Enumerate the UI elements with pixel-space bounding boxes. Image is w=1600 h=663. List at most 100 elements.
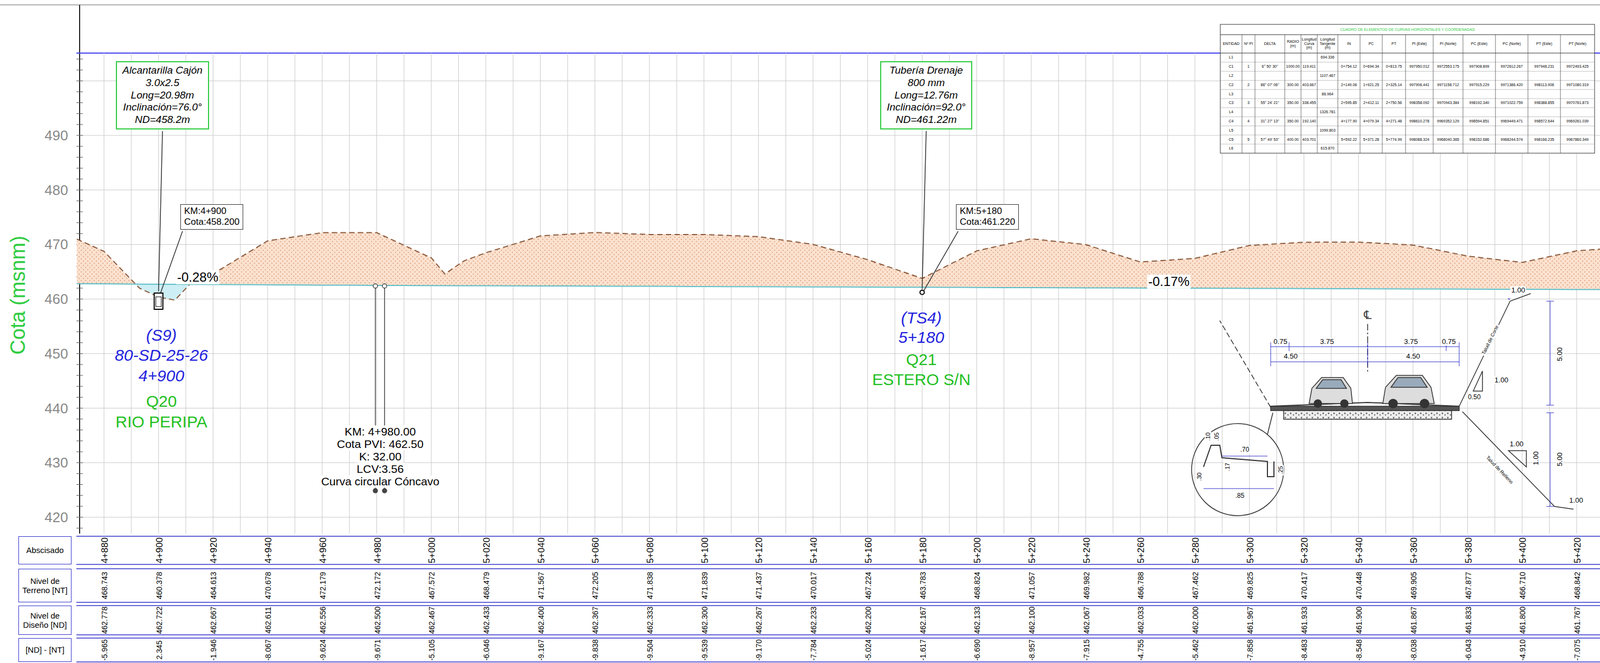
label-text: Q20 [146,392,178,411]
table-cell: 0+813.75 [1386,64,1402,69]
line-stroke [76,135,83,136]
table-cell: 998594.851 [1469,119,1490,124]
table-header: PI (Este) [1406,41,1433,47]
design-value: 462.333 [646,606,655,635]
line-stroke [1220,116,1595,117]
cut-fill [76,232,1600,534]
line-stroke [76,353,83,354]
line-stroke [76,69,83,71]
axis-value: 470 [44,236,68,253]
line-stroke [1405,34,1407,154]
label-text: K: 32.00 [358,450,403,463]
label-text: Cota PVI: 462.50 [335,437,425,451]
table-cell: 615.870 [1320,146,1335,152]
terrain-value: 468.824 [973,571,982,600]
node-text: ND=461.22m [886,113,966,127]
table-cell: 5+592.22 [1341,137,1357,142]
line-stroke [76,189,83,191]
terrain-value: 472.172 [373,571,382,600]
table-cell: 9970761.873 [1566,101,1589,106]
design-value: 462.611 [264,606,273,634]
table-header: IN [1338,41,1360,47]
design-value: 462.722 [155,606,164,635]
label-text: KM: 4+980.00 [343,425,417,438]
section-dimension: 5.00 [1556,346,1564,362]
table-cell: L6 [1228,146,1234,152]
section-dimension: 0.75 [1440,337,1457,346]
grade-label: -0.17% [1147,274,1191,289]
line-stroke [758,53,759,534]
line-stroke [1382,34,1383,154]
section-dimension: ℄ [1362,308,1373,322]
section-dimension: 4.50 [1405,352,1421,361]
line-stroke [1220,34,1595,36]
section-dimension: .05 [1213,431,1220,442]
station-value: 5+080 [645,537,656,564]
table-cell: 57° 49' 53" [1260,137,1280,142]
line-stroke [76,440,83,441]
design-value: 462.200 [864,606,873,635]
table-header: PC (Este) [1463,41,1495,47]
difference-value: -5.965 [100,639,109,661]
line-stroke [239,53,241,534]
station-value: 5+420 [1572,537,1584,564]
terrain-value: 469.982 [1082,571,1091,600]
station-value: 4+940 [263,537,275,564]
label-text: (S9) [146,326,178,344]
table-cell: 9969449.471 [1500,119,1524,124]
terrain-value: 472.179 [319,571,328,600]
table-cell: 350.00 [1286,119,1299,124]
line-stroke [76,528,83,529]
station-value: 4+880 [100,537,111,564]
terrain-value: 468.743 [100,571,109,600]
table-cell: 997915.229 [1469,82,1490,88]
terrain-value: 466.710 [1518,571,1527,600]
difference-value: -9.624 [319,639,328,661]
section-dimension: 0.50 [1466,393,1482,401]
g-stroke [1191,293,1574,516]
table-cell: L3 [1228,92,1234,97]
line-stroke [1220,89,1595,90]
line-stroke [1220,53,1595,54]
line-stroke [1167,53,1168,534]
circle-stroke [1314,399,1322,408]
table-cell: C5 [1228,137,1234,142]
table-cell: 1+921.25 [1363,82,1380,88]
station-value: 5+340 [1354,537,1365,564]
node-text: KM:5+180 [959,205,1016,217]
path-stroke [1508,450,1527,467]
circle-stroke [1388,399,1398,408]
table-cell: 5+371.28 [1363,137,1380,142]
line-stroke [76,200,83,201]
drain-pipe [920,290,925,295]
table-header: PT (Norte) [1561,41,1595,47]
node-text: [ND] - [NT] [25,645,65,655]
table-cell: 5 [1247,137,1250,142]
design-value: 462.467 [427,606,437,635]
node-text: Abscisado [25,545,64,555]
line-stroke [1085,53,1086,534]
station-value: 5+240 [1081,537,1092,564]
line-stroke [1003,53,1005,534]
line-stroke [212,53,214,534]
station-value: 4+980 [372,537,383,564]
design-value: 462.400 [537,606,546,635]
line-stroke [731,53,732,534]
section-dimension: 1.00 [1568,496,1584,505]
table-cell: C3 [1228,101,1234,106]
label-text: ESTERO S/N [872,370,971,389]
table-title: CUADRO DE ELEMENTOS DE CURVAS HORIZONTAL… [1340,27,1475,32]
table-cell: 9969261.039 [1566,119,1589,124]
table-cell: L1 [1228,55,1234,61]
path-stroke [1309,377,1353,404]
path-stroke [1203,445,1274,477]
table-cell: 192.140 [1302,119,1316,124]
terrain-value: 472.205 [592,571,601,600]
difference-value: -9.671 [373,639,382,661]
pvi-marker [373,488,378,493]
line-stroke [1317,34,1318,154]
section-dimension: 5.00 [1556,451,1564,467]
difference-value: -8.067 [264,639,273,661]
line-stroke [1194,53,1196,534]
